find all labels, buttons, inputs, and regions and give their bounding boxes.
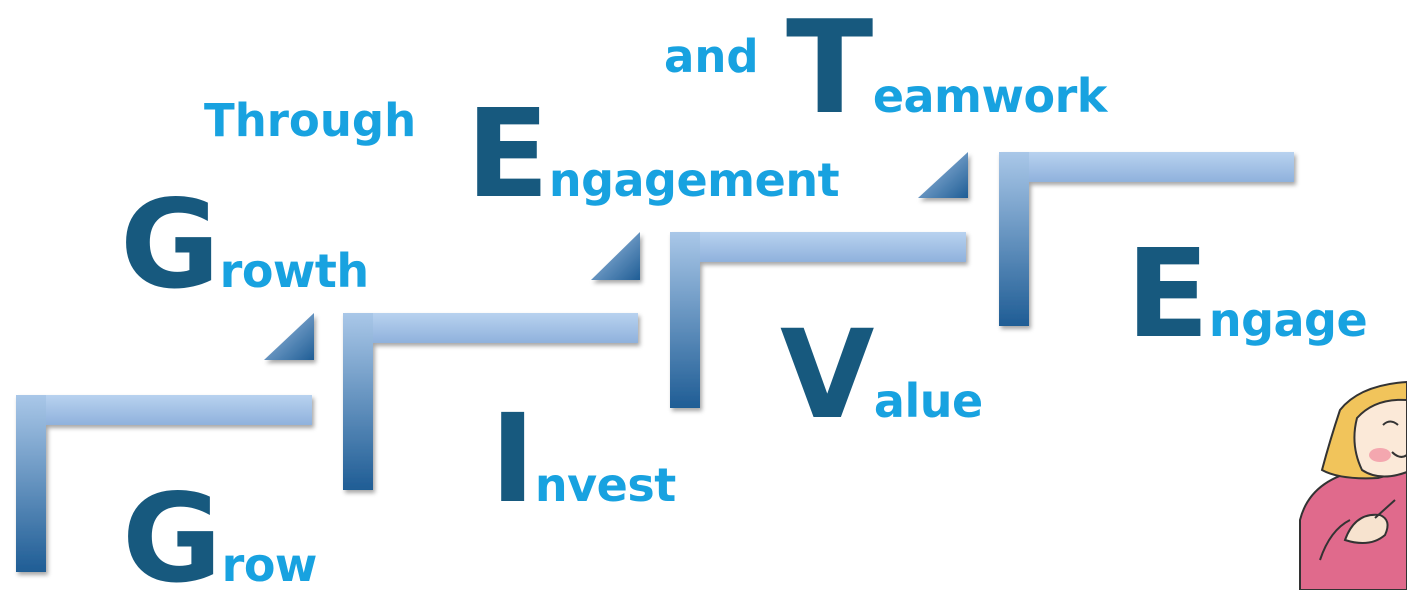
word-through: Through xyxy=(204,94,417,147)
word-and: and xyxy=(664,30,759,83)
word-engagement: Engagement xyxy=(466,93,840,215)
word-value-rest: alue xyxy=(873,374,983,428)
step-4 xyxy=(999,152,1294,326)
step-1 xyxy=(16,395,312,572)
cartoon-child-illustration xyxy=(1299,380,1407,590)
word-teamwork: Teamwork xyxy=(786,5,1107,133)
word-growth: Growth xyxy=(120,184,369,306)
word-value: Value xyxy=(780,314,983,436)
word-grow-initial: G xyxy=(122,468,222,590)
arrow-wedge-3 xyxy=(918,152,968,198)
step-3 xyxy=(670,232,966,408)
word-engage-initial: E xyxy=(1126,223,1209,365)
word-engage-rest: ngage xyxy=(1208,293,1368,347)
word-teamwork-initial: T xyxy=(786,0,873,143)
word-growth-initial: G xyxy=(120,174,220,316)
step-2 xyxy=(343,313,638,490)
arrow-wedge-2 xyxy=(591,232,640,280)
word-invest-initial: I xyxy=(490,388,535,530)
word-grow: Grow xyxy=(122,478,317,590)
word-grow-rest: row xyxy=(221,538,318,590)
word-invest-rest: nvest xyxy=(534,458,676,512)
arrow-wedge-1 xyxy=(264,313,314,360)
word-teamwork-rest: eamwork xyxy=(872,69,1108,123)
word-engagement-rest: ngagement xyxy=(548,153,840,207)
word-engagement-initial: E xyxy=(466,83,549,225)
word-value-initial: V xyxy=(780,304,874,446)
word-invest: Invest xyxy=(490,398,676,520)
word-growth-rest: rowth xyxy=(219,244,370,298)
word-engage: Engage xyxy=(1126,233,1368,355)
